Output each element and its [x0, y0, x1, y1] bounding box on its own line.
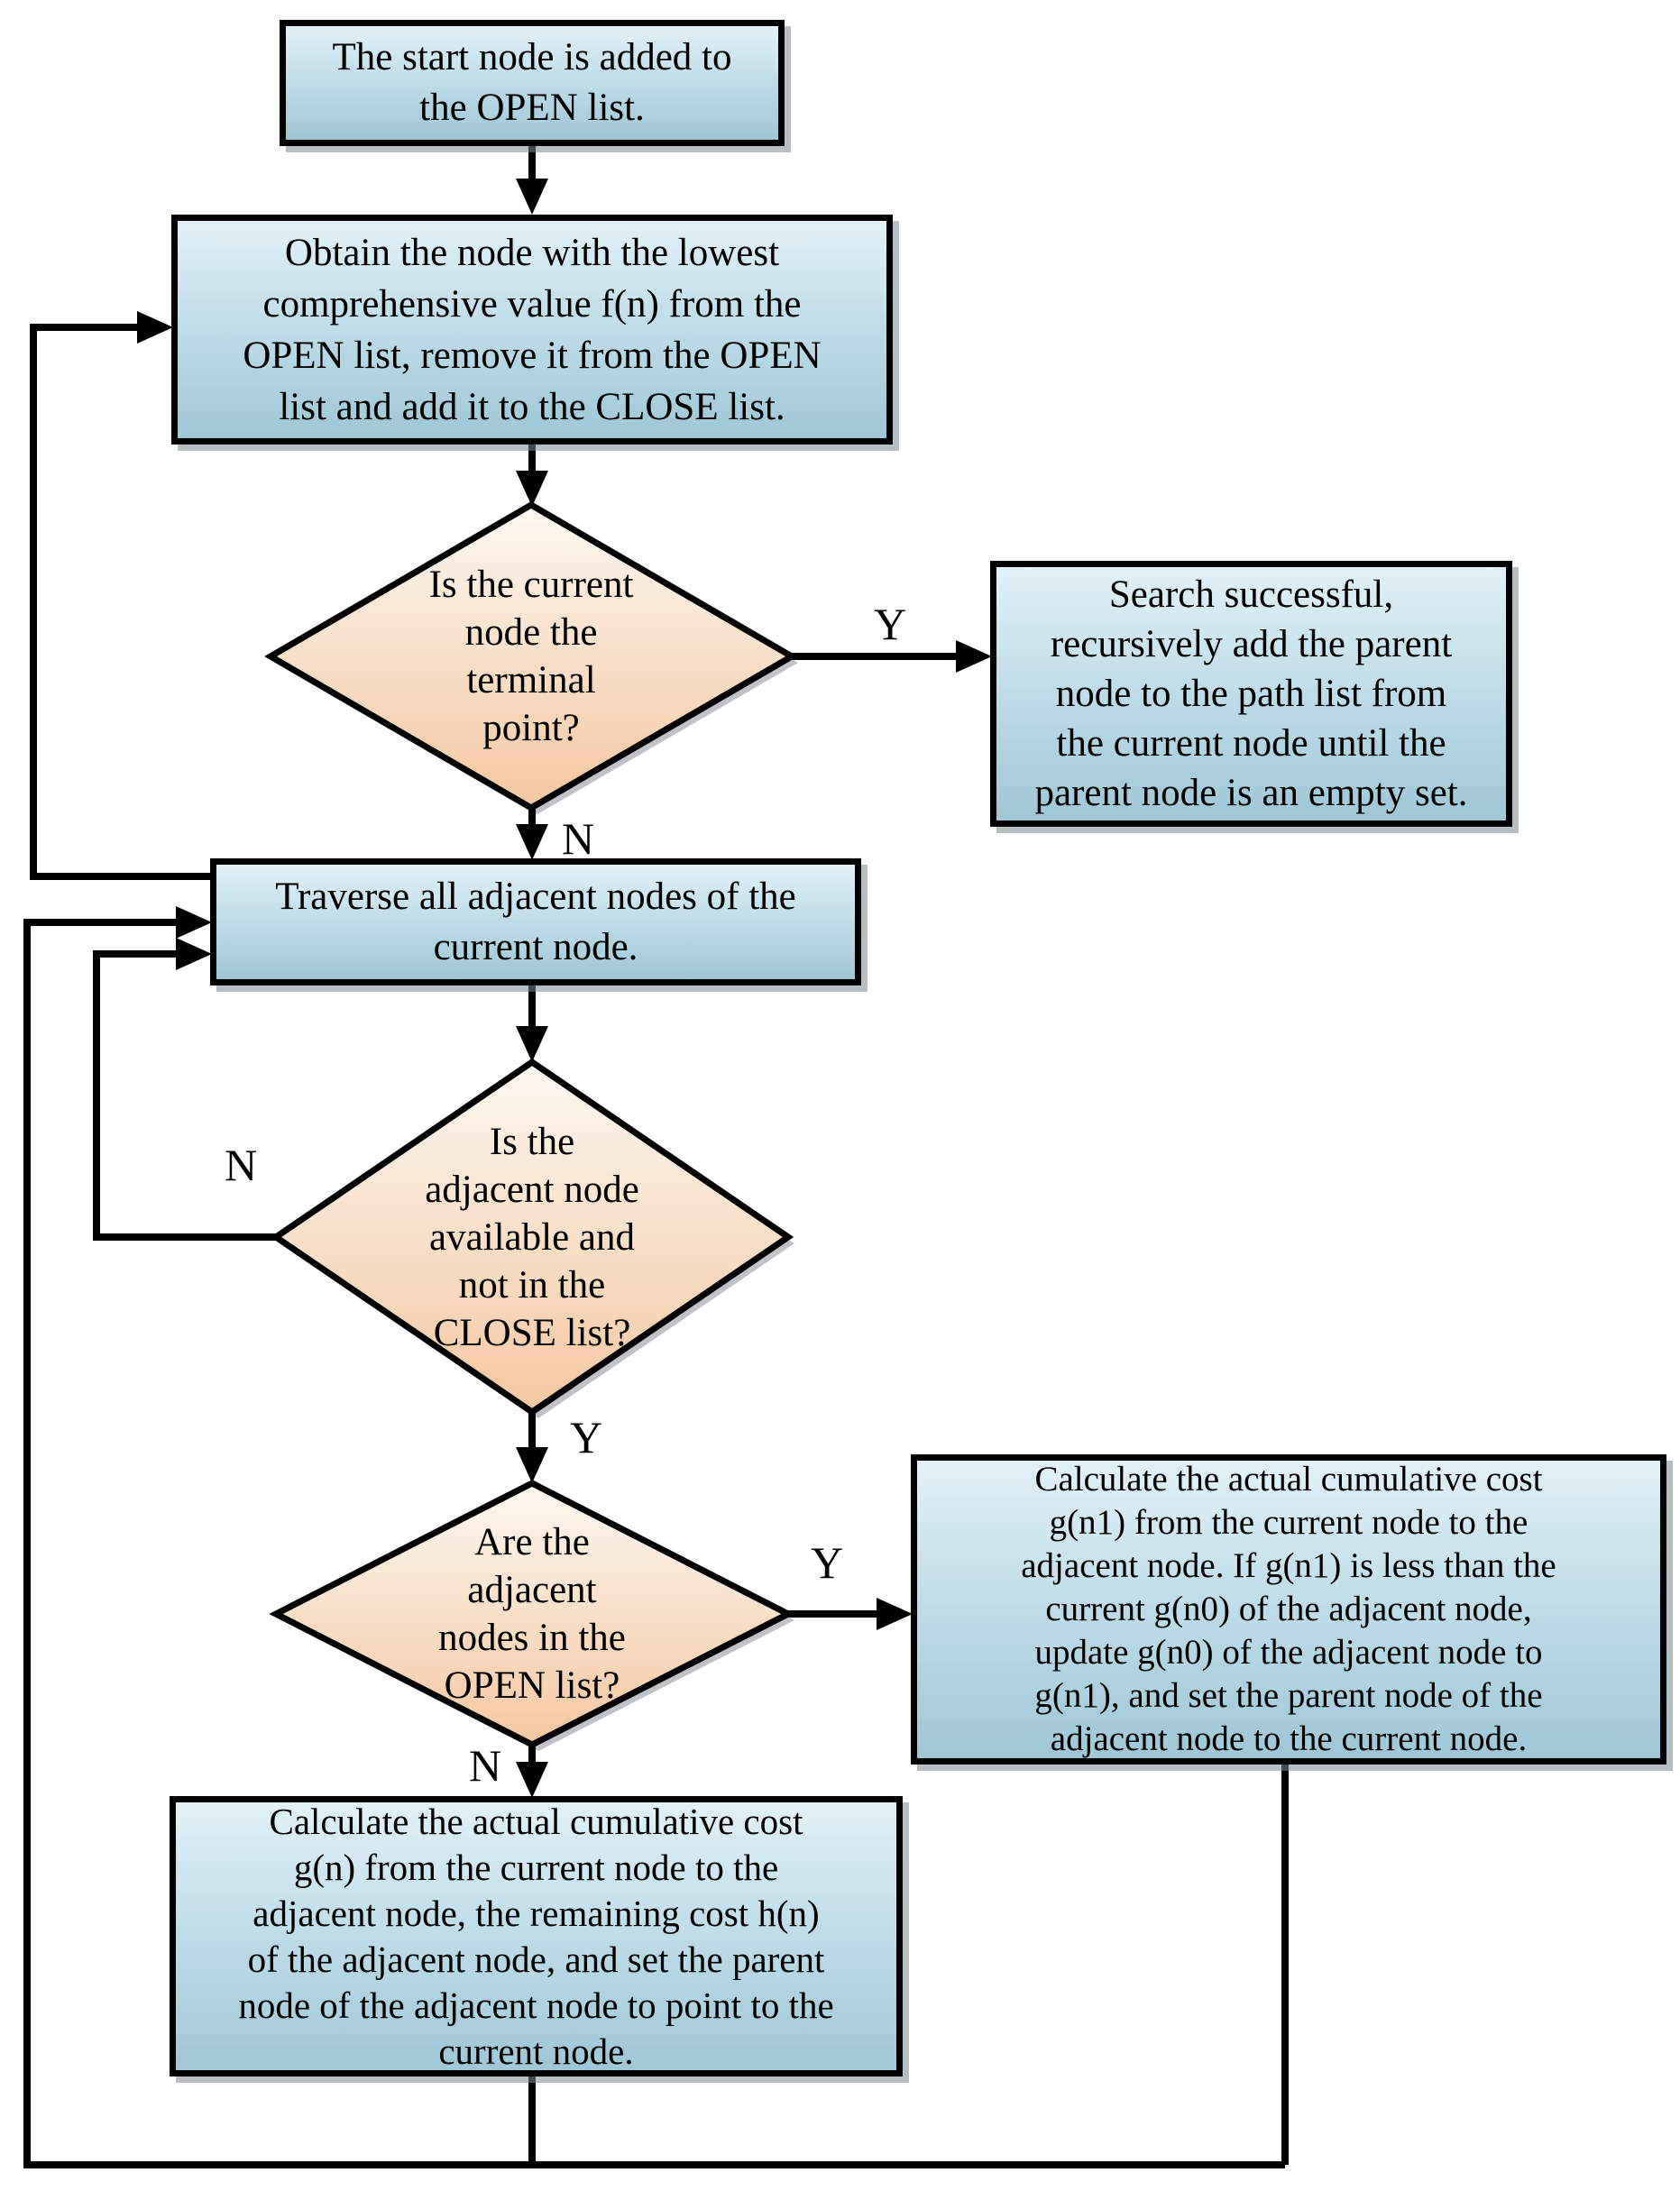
process-calc-update: Calculate the actual cumulative cost g(n…	[911, 1454, 1666, 1765]
connector-in-open-no-to-calc-new	[516, 1743, 548, 1798]
connector-in-open-yes-to-calc-update	[786, 1598, 913, 1630]
connector-available-yes-to-in-open	[516, 1410, 548, 1483]
connector-start-to-obtain	[516, 142, 548, 215]
decision-in-open-text: Are the adjacent nodes in the OPEN list?	[438, 1521, 626, 1707]
label-terminal-yes: Y	[873, 599, 907, 649]
process-start-text: The start node is added to the OPEN list…	[332, 36, 732, 129]
process-traverse-text: Traverse all adjacent nodes of the curre…	[275, 875, 796, 968]
decision-terminal-text: Is the current node the terminal point?	[428, 564, 634, 749]
connector-terminal-yes-to-search	[790, 640, 992, 673]
process-traverse: Traverse all adjacent nodes of the curre…	[210, 858, 861, 985]
connector-traverse-to-available	[516, 983, 548, 1062]
process-calc-update-text: Calculate the actual cumulative cost g(n…	[1021, 1460, 1556, 1758]
process-obtain-node: Obtain the node with the lowest comprehe…	[171, 215, 893, 445]
label-in-open-yes: Y	[810, 1537, 844, 1588]
label-available-no: N	[224, 1140, 258, 1190]
label-in-open-no: N	[468, 1740, 502, 1791]
process-calc-new: Calculate the actual cumulative cost g(n…	[170, 1796, 903, 2076]
process-calc-new-text: Calculate the actual cumulative cost g(n…	[238, 1800, 834, 2072]
connector-terminal-no-to-traverse	[516, 806, 548, 860]
process-search-successful-text: Search successful, recursively add the p…	[1034, 573, 1468, 814]
process-search-successful: Search successful, recursively add the p…	[990, 561, 1512, 827]
process-start: The start node is added to the OPEN list…	[280, 20, 785, 146]
process-obtain-node-text: Obtain the node with the lowest comprehe…	[243, 231, 822, 428]
label-available-yes: Y	[569, 1412, 603, 1462]
connector-traverse-return-to-obtain	[30, 311, 212, 880]
decision-available-text: Is the adjacent node available and not i…	[425, 1121, 639, 1354]
connector-bottom-return-to-traverse	[23, 906, 1289, 2168]
connector-obtain-to-terminal	[516, 444, 548, 507]
connector-available-no-loop-to-traverse	[93, 938, 278, 1241]
label-terminal-no: N	[561, 813, 595, 864]
